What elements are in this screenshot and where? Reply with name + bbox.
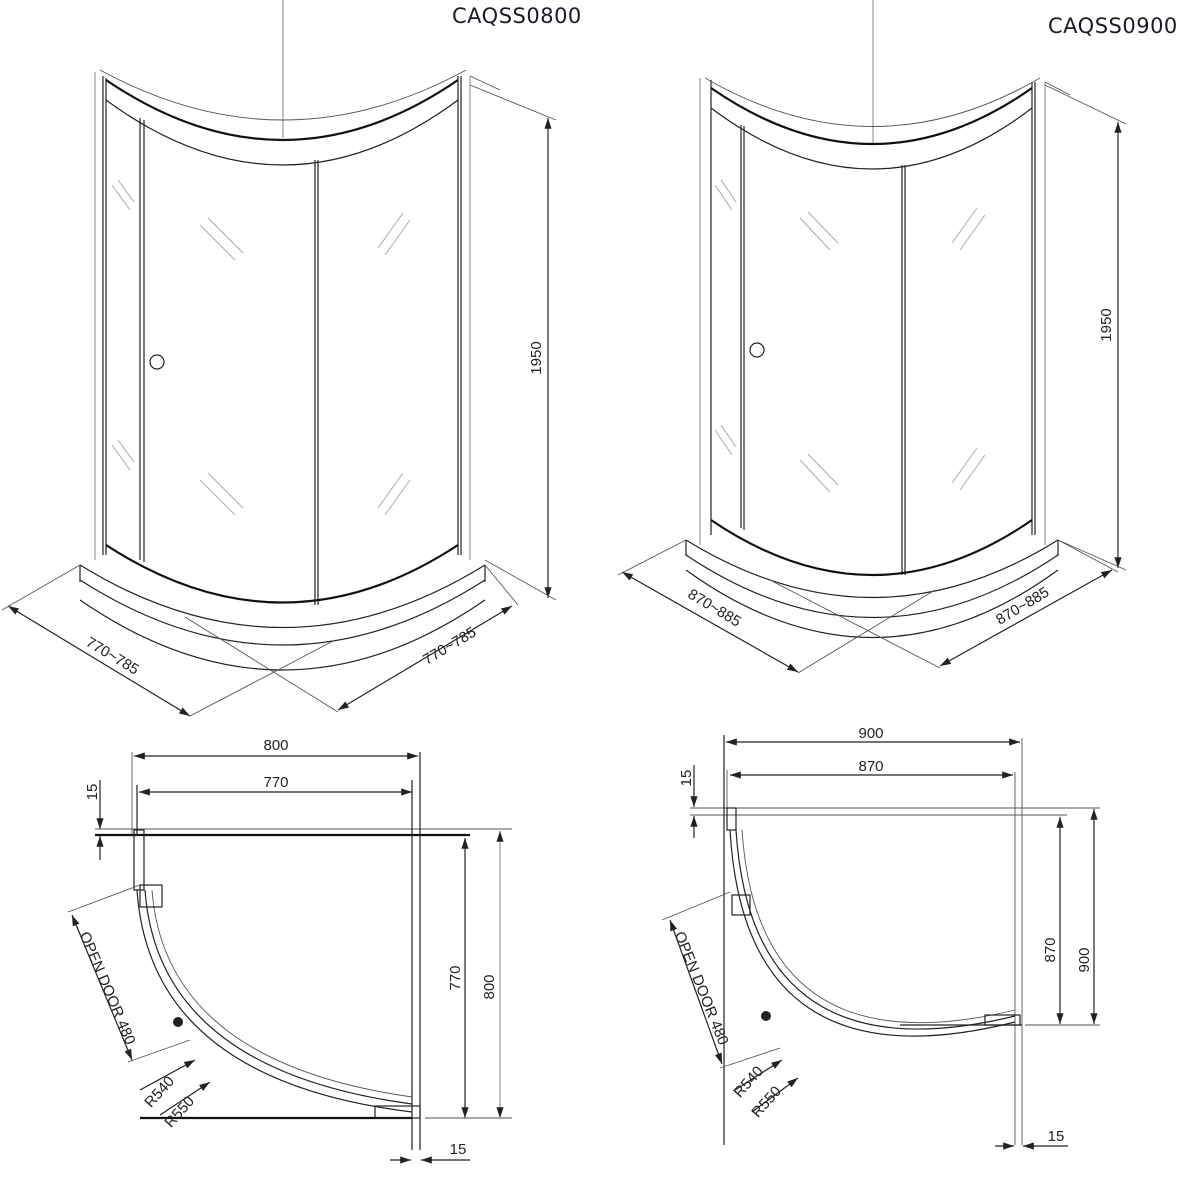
dim-width-right-900: 870~885 [993,584,1052,629]
dim-plan-inner-width-900: 870 [858,758,883,775]
elevation-900: 1950 870~885 870~885 [617,0,1127,674]
dim-plan-inner-depth-800: 770 [447,965,464,990]
plan-900: 900 870 15 870 900 15 OPEN DOOR 480 R540… [661,725,1100,1150]
dim-open-door-800: OPEN DOOR 480 [76,929,139,1047]
dim-plan-width-800: 800 [263,737,288,754]
dim-height-800: 1950 [528,341,545,374]
dim-plan-depth-800: 800 [481,974,498,999]
dim-radius-inner-800: R540 [141,1073,178,1111]
dim-plan-inner-depth-900: 870 [1042,937,1059,962]
dim-width-right-800: 770~785 [420,624,479,669]
dim-radius-outer-800: R550 [161,1093,198,1131]
dim-height-900: 1950 [1098,308,1115,341]
plan-800: 800 770 15 770 800 15 OPEN DOOR 480 R540… [67,737,512,1164]
dim-plan-offset-right-900: 15 [1048,1128,1065,1145]
dim-plan-inner-width-800: 770 [263,774,288,791]
dim-open-door-900: OPEN DOOR 480 [671,929,732,1047]
door-handle-icon [149,354,165,370]
dim-plan-offset-top-800: 15 [84,784,101,801]
elevation-800: 1950 770~785 770~785 [1,0,557,717]
door-handle-icon [749,342,765,358]
dim-plan-width-900: 900 [858,725,883,742]
model-title-800: CAQSS0800 [452,4,582,28]
dim-plan-offset-right-800: 15 [450,1141,467,1158]
model-title-900: CAQSS0900 [1048,14,1178,38]
dim-plan-offset-top-900: 15 [678,770,695,787]
dim-plan-depth-900: 900 [1076,947,1093,972]
